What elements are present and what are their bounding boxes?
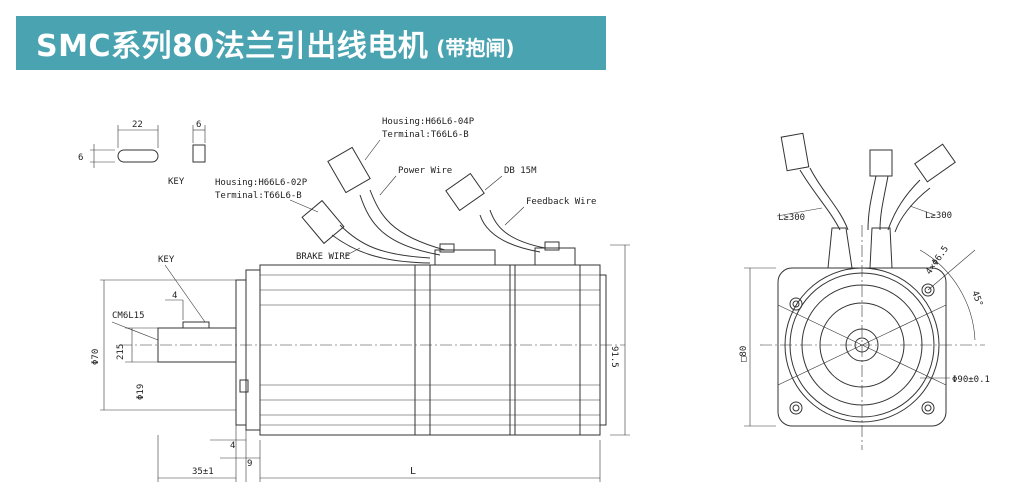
housing-02p-label: Housing:H66L6-02P (215, 178, 308, 188)
header-bar: SMC系列80法兰引出线电机 (带抱闸) (16, 16, 606, 70)
key-width-label: 22 (132, 120, 143, 130)
key-side-label: 6 (196, 120, 201, 130)
key-caption: KEY (168, 177, 185, 187)
terminal-02p-label: Terminal:T66L6-B (215, 191, 302, 201)
page-subtitle: (带抱闸) (436, 35, 515, 60)
dia19-label: Φ19 (136, 384, 146, 400)
brake-wire-label: BRAKE WIRE (296, 252, 350, 262)
label-plate (239, 379, 249, 393)
feedback-wire-label: Feedback Wire (526, 197, 596, 207)
power-connector (327, 146, 371, 194)
cm6l15-label: CM6L15 (112, 311, 145, 321)
feedback-outlet (534, 247, 576, 265)
front-outer-circle (784, 267, 940, 423)
l300-right-label: L≥300 (925, 211, 952, 221)
dim-91-5-label: 91.5 (609, 346, 619, 368)
dia90-label: Φ90±0.1 (952, 375, 990, 385)
dim-4-label: 4 (230, 441, 235, 451)
flange-body (245, 269, 261, 431)
page-title: SMC系列80法兰引出线电机 (36, 29, 429, 64)
key-front-label: KEY (158, 255, 175, 265)
front-shaft-circle (845, 328, 879, 362)
housing-04p-label: Housing:H66L6-04P (382, 117, 475, 127)
dim-35-label: 35±1 (192, 467, 214, 477)
dim215-label: 215 (116, 344, 126, 360)
l300-left-label: L≥300 (778, 213, 805, 223)
db15m-label: DB 15M (504, 166, 537, 176)
mount-hole-br (921, 401, 935, 415)
front-connector-left (780, 132, 810, 172)
front-outlet-left (827, 227, 853, 269)
front-outlet-right (869, 227, 893, 269)
shaft-key (182, 321, 210, 329)
key-shape-side-view (192, 144, 206, 163)
feedback-connector (445, 172, 485, 212)
side-view (100, 146, 630, 482)
flange (235, 279, 247, 426)
dia70-label: Φ70 (91, 349, 101, 365)
dim-L-label: L (410, 466, 416, 477)
power-outlet (434, 249, 496, 265)
front-view (744, 132, 985, 450)
terminal-04p-label: Terminal:T66L6-B (382, 130, 469, 140)
key-height-label: 6 (78, 153, 83, 163)
square80-label: □80 (739, 346, 749, 362)
dim-9-label: 9 (247, 459, 252, 469)
brake-connector (301, 199, 345, 245)
key-shape-top-view (117, 149, 159, 163)
key-detail: 22 6 6 KEY (78, 120, 206, 187)
front-connector-middle (869, 149, 893, 177)
mount-hole-tr (921, 283, 935, 297)
mount-hole-bl (789, 401, 803, 415)
angle-label: 45° (969, 290, 984, 309)
dim-4-top-label: 4 (172, 291, 177, 301)
mount-hole-tl (789, 297, 803, 311)
power-wire-label: Power Wire (398, 166, 452, 176)
front-connector-right (914, 143, 956, 183)
